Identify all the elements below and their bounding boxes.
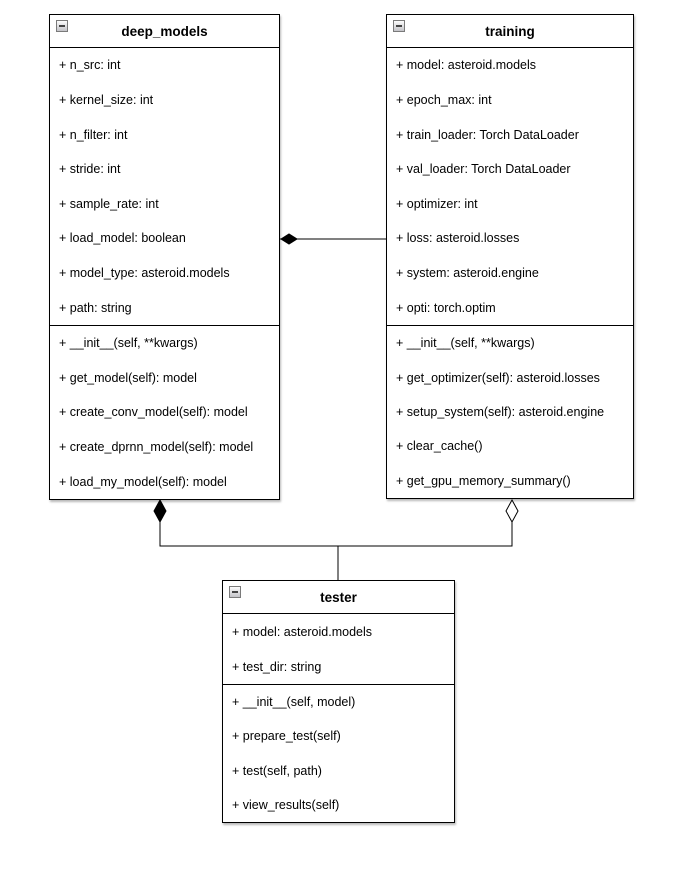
method-row: + create_conv_model(self): model (59, 405, 248, 420)
composition-edge-training-deep-models (280, 233, 386, 245)
method-row: + view_results(self) (232, 797, 340, 812)
attribute-row: + system: asteroid.engine (396, 266, 539, 281)
attribute-row: + kernel_size: int (59, 92, 154, 107)
method-row: + __init__(self, **kwargs) (59, 336, 198, 351)
attribute-row: + optimizer: int (396, 196, 478, 211)
method-row: + __init__(self, **kwargs) (396, 336, 535, 351)
methods-section: + __init__(self, **kwargs) + get_optimiz… (387, 325, 633, 498)
methods-section: + __init__(self, **kwargs) + get_model(s… (50, 325, 279, 499)
method-row: + get_model(self): model (59, 370, 197, 385)
method-row: + load_my_model(self): model (59, 474, 227, 489)
attribute-row: + n_src: int (59, 58, 121, 73)
aggregation-edge-tester-training (337, 498, 519, 580)
attributes-section: + model: asteroid.models + epoch_max: in… (387, 48, 633, 325)
attribute-row: + model: asteroid.models (232, 624, 373, 639)
collapse-icon[interactable] (393, 20, 405, 32)
class-title: deep_models (121, 23, 208, 39)
hollow-diamond-icon (505, 498, 519, 524)
attribute-row: + load_model: boolean (59, 231, 186, 246)
method-row: + create_dprnn_model(self): model (59, 440, 254, 455)
method-row: + test(self, path) (232, 763, 322, 778)
collapse-icon[interactable] (229, 586, 241, 598)
attributes-section: + n_src: int + kernel_size: int + n_filt… (50, 48, 279, 325)
attribute-row: + loss: asteroid.losses (396, 231, 520, 246)
attribute-row: + n_filter: int (59, 127, 128, 142)
filled-diamond-icon (153, 498, 167, 524)
class-training[interactable]: training + model: asteroid.models + epoc… (386, 14, 634, 499)
class-title: training (485, 23, 535, 39)
attribute-row: + stride: int (59, 162, 121, 177)
method-row: + __init__(self, model) (232, 695, 356, 710)
attribute-row: + opti: torch.optim (396, 300, 496, 315)
class-header: tester (223, 581, 454, 614)
method-row: + prepare_test(self) (232, 729, 341, 744)
class-deep-models[interactable]: deep_models + n_src: int + kernel_size: … (49, 14, 280, 500)
attribute-row: + sample_rate: int (59, 196, 159, 211)
attribute-row: + path: string (59, 300, 132, 315)
method-row: + get_optimizer(self): asteroid.losses (396, 370, 600, 385)
attribute-row: + model: asteroid.models (396, 58, 537, 73)
attribute-row: + epoch_max: int (396, 92, 492, 107)
class-header: training (387, 15, 633, 48)
class-header: deep_models (50, 15, 279, 48)
method-row: + get_gpu_memory_summary() (396, 473, 571, 488)
method-row: + setup_system(self): asteroid.engine (396, 405, 605, 420)
attributes-section: + model: asteroid.models + test_dir: str… (223, 614, 454, 684)
attribute-row: + model_type: asteroid.models (59, 266, 230, 281)
composition-edge-tester-deep-models (153, 498, 339, 580)
filled-diamond-icon (280, 233, 298, 245)
attribute-row: + train_loader: Torch DataLoader (396, 127, 579, 142)
class-title: tester (320, 589, 357, 605)
collapse-icon[interactable] (56, 20, 68, 32)
class-tester[interactable]: tester + model: asteroid.models + test_d… (222, 580, 455, 823)
methods-section: + __init__(self, model) + prepare_test(s… (223, 684, 454, 822)
method-row: + clear_cache() (396, 439, 483, 454)
attribute-row: + test_dir: string (232, 659, 322, 674)
attribute-row: + val_loader: Torch DataLoader (396, 162, 571, 177)
